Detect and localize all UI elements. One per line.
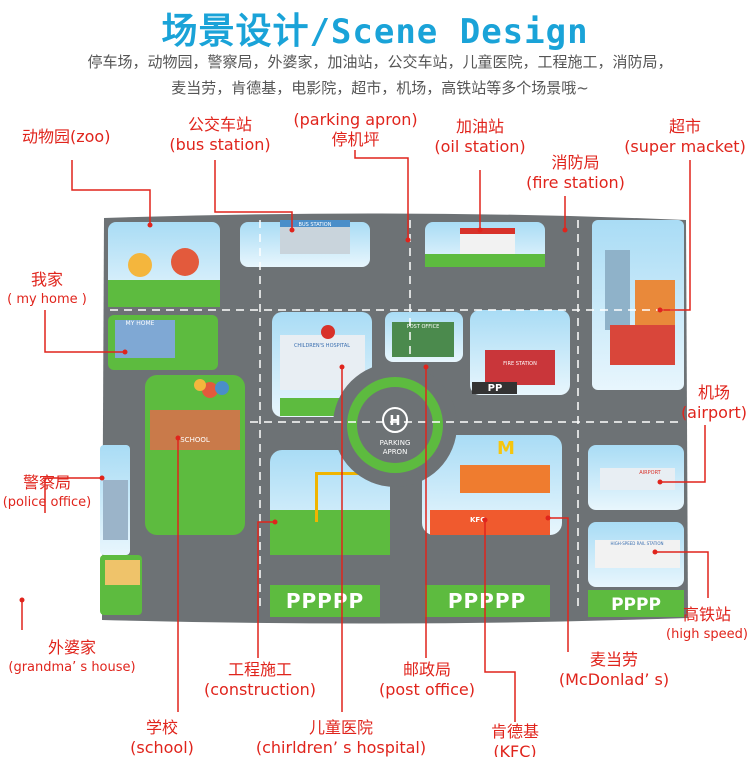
label-super-market: 超市(super macket) (624, 117, 746, 156)
gas-station-block (425, 222, 545, 267)
rail-sign: HIGH-SPEED RAIL STATION (611, 541, 664, 546)
label-childrens-hospital: 儿童医院(chirldren’ s hospital) (255, 718, 427, 757)
parking-apron-text-1: PARKING (380, 439, 411, 447)
school-sign: SCHOOL (180, 436, 210, 444)
page-title: 场景设计/Scene Design (161, 11, 589, 52)
grandma-block (100, 555, 142, 615)
market-block (592, 220, 684, 390)
police-block (100, 445, 130, 555)
label-kfc: 肯德基(KFC) (490, 722, 539, 757)
airport-sign: AIRPORT (639, 470, 661, 476)
hospital-sign: CHILDREN'S HOSPITAL (294, 343, 350, 349)
label-zoo: 动物园(zoo) (22, 127, 111, 146)
bus-sign: BUS STATION (299, 222, 332, 228)
mcdonalds-block: M KFC (422, 435, 562, 535)
mcd-logo-icon: M (497, 438, 515, 459)
label-parking-apron: (parking apron)停机坪 (293, 110, 418, 149)
label-construction: 工程施工(construction) (204, 660, 316, 699)
label-oil-station: 加油站(oil station) (434, 117, 526, 156)
label-fire-station: 消防局(fire station) (526, 153, 625, 192)
school-block: SCHOOL (145, 375, 245, 535)
fire-sign: FIRE STATION (503, 361, 537, 367)
label-post-office: 邮政局(post office) (378, 660, 476, 699)
kfc-sign: KFC (470, 516, 485, 524)
post-sign: POST OFFICE (407, 324, 440, 330)
construction-block (270, 450, 390, 555)
home-sign: MY HOME (126, 320, 155, 327)
home-block: MY HOME (108, 315, 218, 370)
label-bus-station: 公交车站(bus station) (169, 115, 271, 154)
label-school: 学校(school) (130, 718, 194, 757)
rail-block: HIGH-SPEED RAIL STATION (588, 522, 684, 587)
parking-apron-text-2: APRON (383, 448, 408, 456)
subtitle-line-2: 麦当劳，肯德基，电影院，超市，机场，高铁站等多个场景哦~ (171, 79, 589, 97)
label-my-home: 我家( my home ) (7, 270, 87, 307)
post-office-block: POST OFFICE (385, 312, 463, 362)
label-mcdonalds: 麦当劳(McDonlad’ s) (558, 650, 670, 689)
airport-block: AIRPORT (588, 445, 684, 510)
label-police-office: 警察局(police office) (2, 473, 92, 510)
parking-row-2: PPPPP (448, 589, 526, 613)
zoo-block (108, 222, 220, 307)
label-grandma-house: 外婆家(grandma’ s house) (8, 638, 136, 675)
play-mat: BUS STATION MY HOME CHILDREN'S HOSPITAL … (100, 213, 688, 624)
label-airport: 机场(airport) (680, 383, 748, 422)
fire-parking: PP (488, 383, 503, 394)
label-high-speed: 高铁站(high speed) (666, 605, 748, 642)
roundabout: H PARKING APRON (333, 363, 457, 487)
fire-station-block: FIRE STATION PP (470, 310, 570, 395)
parking-row-3: PPPP (611, 595, 661, 615)
parking-row-1: PPPPP (286, 589, 364, 613)
subtitle-line-1: 停车场，动物园，警察局，外婆家，加油站，公交车站，儿童医院，工程施工，消防局， (87, 53, 673, 71)
